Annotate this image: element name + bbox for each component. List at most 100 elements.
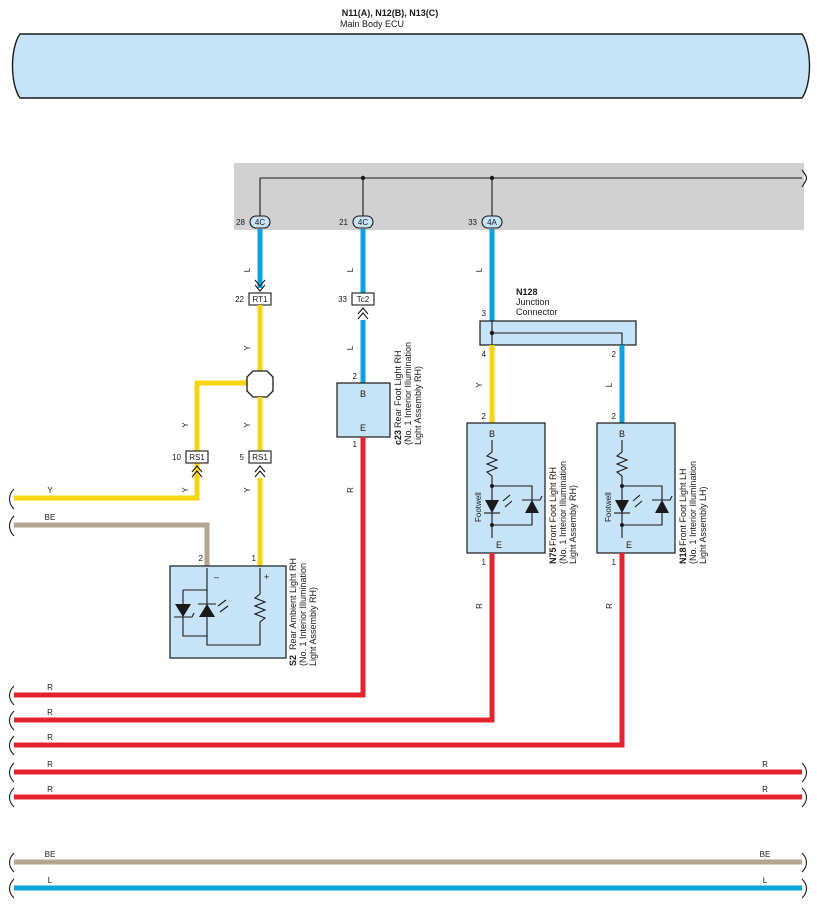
n18-line2: (No. 1 Interior Illumination <box>688 461 698 564</box>
wire-R <box>14 437 366 698</box>
connector-rs1-label: RS1 <box>189 453 205 462</box>
ecu-block <box>11 33 811 99</box>
n18-terminal: B <box>619 429 625 439</box>
wire-color-label: Y <box>181 487 190 493</box>
ground-bus-break <box>801 169 808 188</box>
zener-diode-icon <box>522 495 543 501</box>
junction-dot <box>490 484 494 488</box>
s2-line2: (No. 1 Interior Illumination <box>298 563 308 666</box>
inline-connector-arrow <box>254 465 266 478</box>
wire-color-label: L <box>605 382 614 387</box>
inline-connector-arrow <box>357 307 369 320</box>
connector-rs1 <box>185 450 209 464</box>
connector-tc2-pin: 33 <box>338 295 347 304</box>
wire-color-label: R <box>47 733 53 742</box>
wire-BE <box>14 522 210 568</box>
ecu-pin-plug <box>249 215 271 229</box>
wire-break-mark <box>8 735 15 756</box>
connector-rs1-pin: 5 <box>240 453 245 462</box>
s2-internal-wiring <box>206 626 261 646</box>
resistor-icon <box>253 568 267 626</box>
led-light-rays-icon <box>632 494 643 508</box>
component-s2 <box>169 565 287 659</box>
wire-break-mark <box>8 515 15 537</box>
wire-break-mark <box>801 787 808 808</box>
wire-color-label: R <box>47 683 53 692</box>
c23-pin: 2 <box>353 372 358 381</box>
bus-junction-dot <box>360 175 366 181</box>
wire-color-label: R <box>762 760 768 769</box>
wire-color-label: BE <box>760 850 771 859</box>
s2-pin: 2 <box>199 554 204 563</box>
n18-line1: Front Foot Light LH <box>678 468 688 546</box>
bus-junction-dot <box>489 175 495 181</box>
resistor-icon <box>615 440 629 486</box>
n18-pin: 2 <box>612 412 617 421</box>
n75-terminal: B <box>489 429 495 439</box>
wire-color-label: Y <box>243 422 252 428</box>
connector-rs1-pin: 10 <box>172 453 181 462</box>
junction-line1: Junction <box>516 297 550 307</box>
inline-connector-arrow <box>254 279 266 292</box>
n18-pin: 1 <box>612 558 617 567</box>
wire-color-label: Y <box>47 486 53 495</box>
wire-color-label: L <box>346 345 355 350</box>
ecu-pin-number: 21 <box>339 218 348 227</box>
wire-color-label: R <box>47 708 53 717</box>
ecu-pin-conn: 4A <box>487 218 497 227</box>
s2-code: S2 <box>288 655 298 666</box>
wire-R <box>14 553 625 748</box>
inline-connector-arrow <box>191 465 203 478</box>
zener-diode-icon <box>655 500 669 513</box>
n75-inner-label: Footwell <box>474 492 483 522</box>
s2-line3: Light Assembly RH) <box>308 587 318 666</box>
wire-break-mark <box>801 878 808 899</box>
n18-code: N18 <box>678 547 688 564</box>
wire-color-label: L <box>763 876 768 885</box>
wire-break-mark <box>8 710 15 731</box>
junction-pin: 4 <box>482 350 487 359</box>
wire-color-label: R <box>475 603 484 609</box>
n75-pin: 1 <box>482 558 487 567</box>
n18-terminal: E <box>626 540 632 550</box>
wire-R <box>14 553 495 723</box>
connector-rt1-pin: 22 <box>235 295 244 304</box>
junction-code: N128 <box>516 287 538 297</box>
zener-diode-icon <box>525 500 539 513</box>
connector-rs1 <box>248 450 272 464</box>
c23-pin: 1 <box>353 440 358 449</box>
junction-dot <box>620 484 624 488</box>
zener-diode-icon <box>652 495 673 501</box>
junction-line2: Connector <box>516 307 558 317</box>
n18-inner-label: Footwell <box>604 492 613 522</box>
junction-dot <box>489 330 495 336</box>
ecu-pin-plug <box>481 215 503 229</box>
n75-code: N75 <box>548 547 558 564</box>
connector-tc2-label: Tc2 <box>357 295 370 304</box>
connector-rs1-label: RS1 <box>252 453 268 462</box>
ecu-name: N11(A), N12(B), N13(C) <box>342 8 439 18</box>
wire-color-label: L <box>346 267 355 272</box>
c23-line2: (No. 1 Interior Illumination <box>403 342 413 445</box>
wire-break-mark <box>8 685 15 706</box>
wire-color-label: R <box>346 487 355 493</box>
wire-color-label: R <box>47 785 53 794</box>
ecu-pin-number: 28 <box>236 218 245 227</box>
s2-pin: 1 <box>252 554 257 563</box>
wire-color-label: Y <box>475 382 484 388</box>
wire-color-label: R <box>47 760 53 769</box>
s2-terminal: – <box>214 572 219 582</box>
led-light-rays-icon <box>502 494 513 508</box>
component-n75 <box>466 422 546 554</box>
zener-diode-icon <box>175 604 191 617</box>
n18-line3: Light Assembly LH) <box>698 486 708 564</box>
component-c23 <box>336 382 391 438</box>
junction-dot <box>490 523 494 527</box>
ecu-pin-plug <box>352 215 374 229</box>
n75-pin: 2 <box>482 412 487 421</box>
wire-Y-left <box>14 380 247 501</box>
connector-tc2 <box>351 292 375 306</box>
c23-terminal: E <box>360 423 366 433</box>
wire-break-mark <box>8 488 15 510</box>
wire-color-label: Y <box>181 422 190 428</box>
